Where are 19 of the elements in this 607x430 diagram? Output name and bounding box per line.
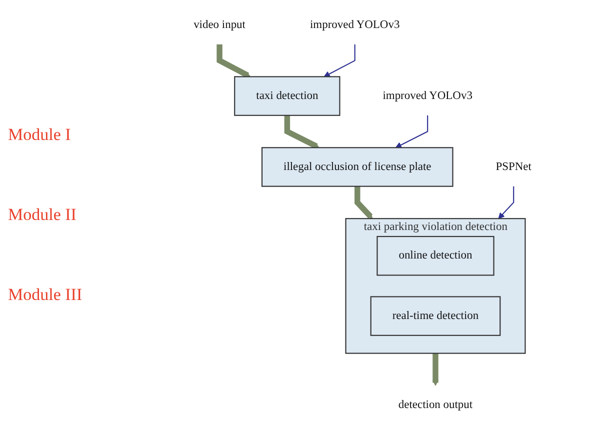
- node-text: improved YOLOv3: [310, 18, 400, 31]
- arrow: [324, 44, 356, 77]
- arrow: [432, 353, 439, 386]
- node-text: PSPNet: [496, 160, 532, 173]
- module-label: Module III: [8, 285, 84, 305]
- arrow: [216, 44, 251, 78]
- arrow: [354, 186, 373, 219]
- node-box: real-time detection: [370, 296, 501, 336]
- arrow: [498, 186, 514, 219]
- module-label: Module II: [8, 205, 78, 225]
- node-text: detection output: [398, 398, 473, 411]
- node-box: online detection: [376, 236, 494, 276]
- arrow: [395, 115, 428, 148]
- arrow: [284, 115, 320, 149]
- node-text: video input: [194, 18, 246, 31]
- node-box: taxi detection: [234, 76, 340, 116]
- node-box: illegal occlusion of license plate: [261, 147, 454, 187]
- module-label: Module I: [8, 125, 72, 145]
- node-text: improved YOLOv3: [382, 90, 472, 102]
